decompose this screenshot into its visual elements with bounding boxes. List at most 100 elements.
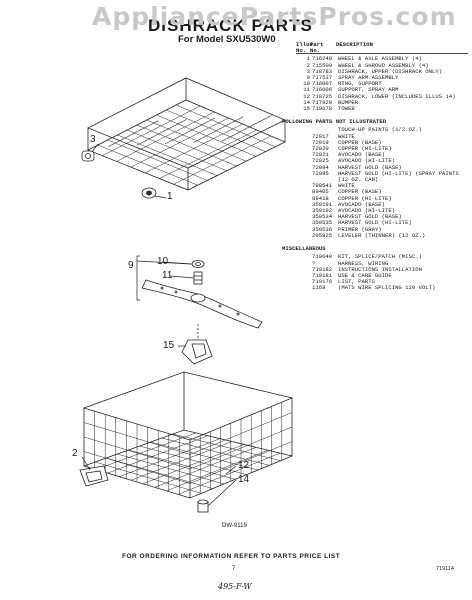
not-illustrated-row: 350535 HARVEST GOLD (HI-LITE) xyxy=(296,220,468,226)
description: HARVEST GOLD (HI-LITE) xyxy=(338,219,412,227)
wheel-shroud-icon xyxy=(81,150,95,162)
part-no: 72025 xyxy=(312,157,329,165)
part-no: 72020 xyxy=(312,145,329,153)
part-no: 350192 xyxy=(312,207,333,215)
description: PRIMER (GRAY) xyxy=(338,225,382,233)
part-no: 798541 xyxy=(312,182,333,190)
part-no: 715509 xyxy=(312,61,333,69)
description: HARVEST GOLD (HI-LITE) (SPRAY PAINTS (12… xyxy=(338,169,463,184)
callout-1: 1 xyxy=(167,191,173,202)
description: DISHRACK, LOWER (INCLUDES ILLUS 14) xyxy=(338,92,456,100)
illus-no: 12 xyxy=(303,92,310,100)
description: COPPER (BASE) xyxy=(338,188,382,196)
callout-9: 9 xyxy=(128,260,134,271)
description: RING, SUPPORT xyxy=(338,80,382,88)
description: COPPER (HI-LITE) xyxy=(338,194,392,202)
part-no: 718725 xyxy=(312,92,333,100)
not-illustrated-row: TOUCH-UP PAINTS (1/2 OZ.) xyxy=(296,127,468,133)
part-no: ? xyxy=(312,259,316,267)
page-title: DISHRACK PARTS xyxy=(148,16,313,35)
part-no: 718783 xyxy=(312,67,333,75)
part-no: 717920 xyxy=(312,98,333,106)
part-no: 350536 xyxy=(312,225,333,233)
part-no: 716007 xyxy=(312,80,333,88)
not-illustrated-row: 72020 COPPER (HI-LITE) xyxy=(296,145,468,153)
support-ring-icon xyxy=(191,260,205,268)
model-subtitle: For Model SXU530W0 xyxy=(178,34,276,45)
callout-3: 3 xyxy=(90,134,96,145)
callout-11: 11 xyxy=(162,270,173,281)
not-illustrated-row: 350191 AVOCADO (BASE) xyxy=(296,200,468,208)
ordering-footer: FOR ORDERING INFORMATION REFER TO PARTS … xyxy=(122,553,341,560)
header-rule xyxy=(296,53,468,54)
part-no: 205925 xyxy=(312,231,333,239)
description: LEVELER (THINNER) (12 OZ.) xyxy=(338,231,426,239)
not-illustrated-row: 72021 AVOCADO (BASE) xyxy=(296,152,468,158)
drawing-number: DW-9119 xyxy=(222,523,247,529)
description: COPPER (HI-LITE) xyxy=(338,145,392,153)
part-no: 89418 xyxy=(312,194,329,202)
part-no: 719649 xyxy=(312,253,333,261)
description: WHEEL & SHROUD ASSEMBLY (4) xyxy=(338,61,429,69)
handwritten-note: 495-F-W xyxy=(218,582,252,591)
spray-arm-support-icon xyxy=(193,271,203,285)
description: HARNESS, WIRING xyxy=(338,259,389,267)
parts-list-header: Illus. No. Part No. DESCRIPTION xyxy=(296,41,468,54)
part-no: 719182 xyxy=(312,265,333,273)
description: DISHRACK, UPPER (DISHRACK ONLY) xyxy=(338,67,443,75)
callout-15: 15 xyxy=(163,340,175,351)
description: SPRAY ARM ASSEMBLY xyxy=(338,74,399,82)
description: HARVEST GOLD (BASE) xyxy=(338,213,402,221)
description: AVOCADO (HI-LITE) xyxy=(338,157,396,165)
not-illustrated-row: 350536 PRIMER (GRAY) xyxy=(296,225,468,233)
part-no: 89405 xyxy=(312,188,329,196)
document-number: 719114 xyxy=(436,566,454,572)
page-number: 7 xyxy=(232,566,236,572)
description: AVOCADO (BASE) xyxy=(338,200,385,208)
part-no: 72021 xyxy=(312,151,329,159)
part-no: 350535 xyxy=(312,219,333,227)
illus-no: 10 xyxy=(303,80,310,88)
description: AVOCADO (BASE) xyxy=(338,151,385,159)
spray-arm-icon xyxy=(141,279,263,329)
bumper-icon xyxy=(197,499,209,513)
illus-no: 14 xyxy=(303,98,310,106)
callout-12: 12 xyxy=(238,460,250,471)
description: SUPPORT, SPRAY ARM xyxy=(338,86,399,94)
illus-no: 9 xyxy=(306,74,310,82)
misc-row: 1168(MATS WIRE SPLICING 120 VOLT) xyxy=(296,285,468,291)
tower-icon xyxy=(181,324,213,365)
illus-no: 1 xyxy=(306,55,310,63)
description: WHITE xyxy=(338,132,355,140)
part-no: 716006 xyxy=(312,86,333,94)
callout-10: 10 xyxy=(157,256,169,267)
lower-dishrack xyxy=(82,371,294,499)
part-no: 350191 xyxy=(312,200,333,208)
part-no: 72019 xyxy=(312,138,329,146)
part-no: 350534 xyxy=(312,213,333,221)
description: HARVEST GOLD (BASE) xyxy=(338,163,402,171)
part-no: 719176 xyxy=(312,278,333,286)
callout-2: 2 xyxy=(72,448,78,459)
description: TOUCH-UP PAINTS (1/2 OZ.) xyxy=(338,126,422,134)
